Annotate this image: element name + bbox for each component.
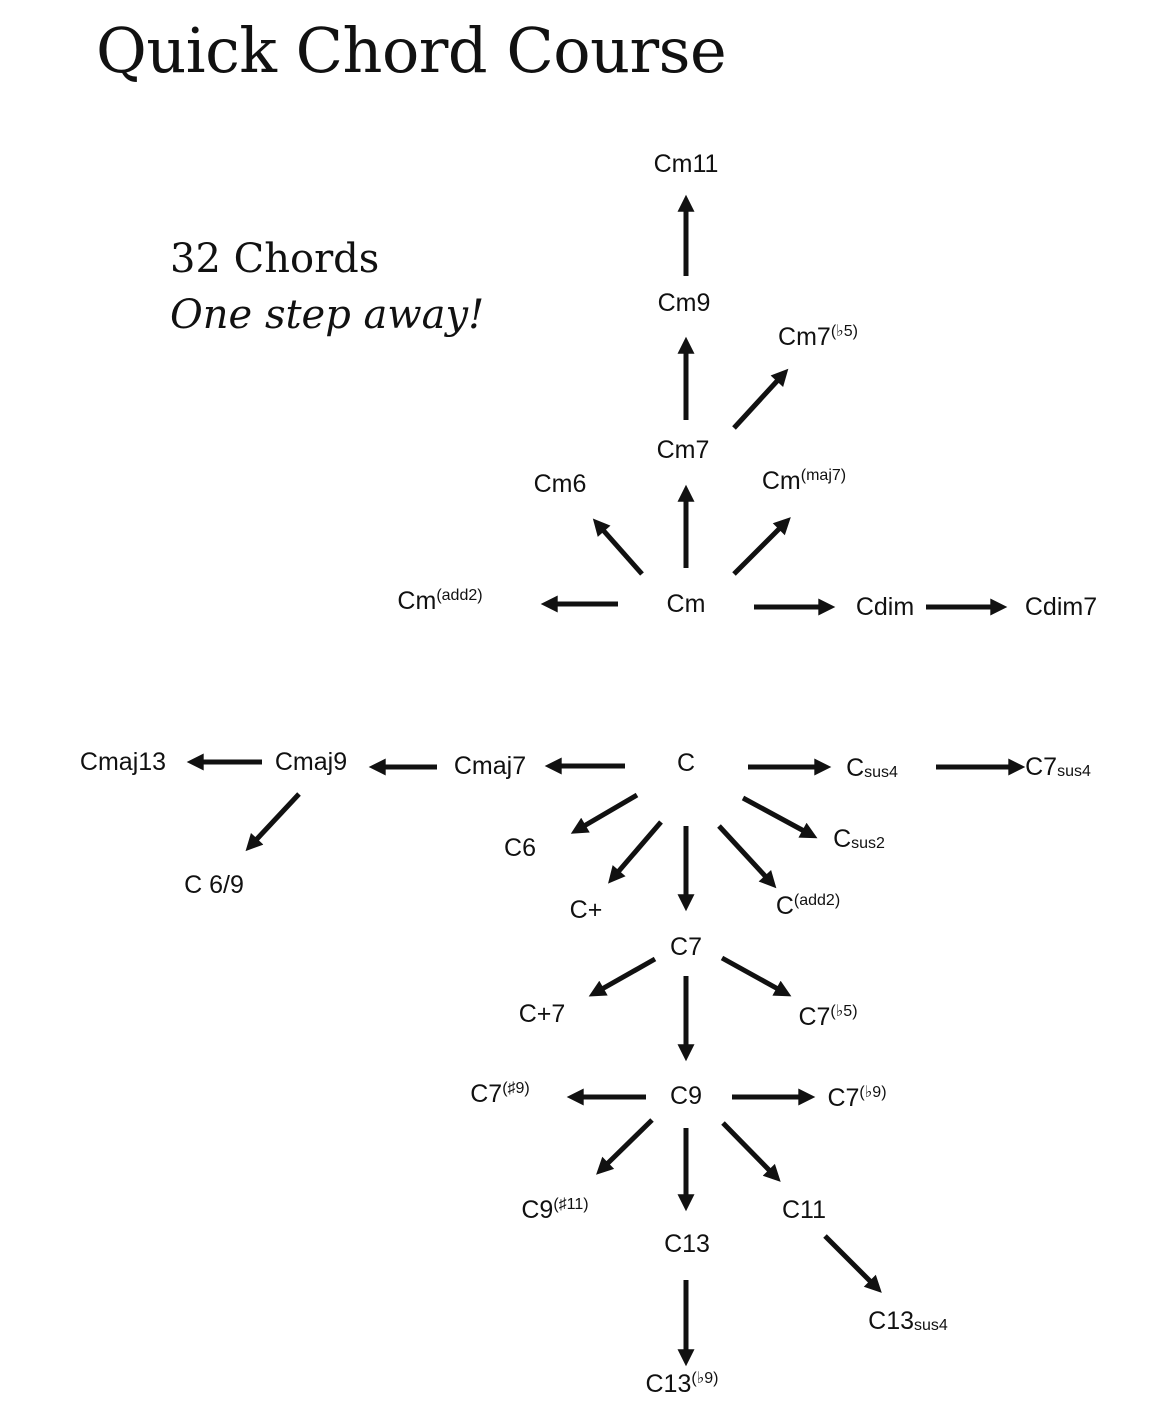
arrow <box>592 518 644 576</box>
chord-superscript: (add2) <box>794 892 840 909</box>
chord-base: Cm7 <box>778 323 831 351</box>
chord-label-caug: C+ <box>570 896 603 924</box>
arrow <box>588 956 657 997</box>
arrow <box>717 824 777 889</box>
chord-superscript: (♯11) <box>553 1196 588 1213</box>
chord-label-c13b9: C13(♭9) <box>646 1370 719 1398</box>
arrow <box>596 1118 654 1175</box>
chord-label-c11: C11 <box>782 1196 826 1224</box>
chord-base: C13 <box>646 1370 692 1398</box>
chord-subscript: sus4 <box>864 764 898 781</box>
chord-label-c7sus4: C7sus4 <box>1025 753 1091 781</box>
chord-base: Cmaj13 <box>80 748 166 776</box>
arrow <box>741 795 818 839</box>
chord-base: Cdim <box>856 593 914 621</box>
chord-label-cdim: Cdim <box>856 593 914 621</box>
arrow <box>245 792 301 852</box>
arrow <box>721 1121 781 1182</box>
chord-base: C+7 <box>519 1000 566 1028</box>
chord-label-c9: C9 <box>670 1082 702 1110</box>
chord-base: C+ <box>570 896 603 924</box>
page-title: Quick Chord Course <box>96 14 727 87</box>
chord-subscript: sus4 <box>1057 763 1091 780</box>
chord-label-c7b5: C7(♭5) <box>798 1003 857 1031</box>
chord-base: C7 <box>470 1080 502 1108</box>
arrow <box>570 792 639 834</box>
chord-label-csus2: Csus2 <box>833 825 885 853</box>
chord-superscript: (maj7) <box>801 467 846 484</box>
chord-label-c7: C7 <box>670 933 702 961</box>
chord-label-cm9: Cm9 <box>658 289 711 317</box>
chord-superscript: (♭5) <box>831 323 858 340</box>
chord-base: C9 <box>521 1196 553 1224</box>
chord-label-c69: C 6/9 <box>184 871 244 899</box>
chord-superscript: (♭9) <box>691 1370 718 1387</box>
chord-base: Cdim7 <box>1025 593 1097 621</box>
chord-base: C6 <box>504 834 536 862</box>
chord-label-c: C <box>677 749 695 777</box>
chord-superscript: (add2) <box>436 587 482 604</box>
chord-base: Cm <box>667 590 706 618</box>
chord-label-cm: Cm <box>667 590 706 618</box>
chord-base: Cmaj9 <box>275 748 347 776</box>
chord-base: Cm7 <box>657 436 710 464</box>
chord-subscript: sus4 <box>914 1317 948 1334</box>
chord-label-c7s9: C7(♯9) <box>470 1080 530 1108</box>
chord-label-cmmaj7: Cm(maj7) <box>762 467 846 495</box>
chord-base: C <box>677 749 695 777</box>
chord-superscript: (♭5) <box>830 1003 857 1020</box>
chord-base: C <box>846 754 864 782</box>
chord-base: Cm6 <box>534 470 587 498</box>
tagline-count: 32 Chords <box>170 236 380 282</box>
chord-label-cdim7: Cdim7 <box>1025 593 1097 621</box>
arrow <box>720 955 792 997</box>
chord-base: Cm9 <box>658 289 711 317</box>
arrow <box>732 368 789 430</box>
chord-label-caug7: C+7 <box>519 1000 566 1028</box>
chord-base: C13 <box>664 1230 710 1258</box>
chord-label-cm6: Cm6 <box>534 470 587 498</box>
chord-base: C13 <box>868 1307 914 1335</box>
chord-label-csus4: Csus4 <box>846 754 898 782</box>
chord-base: C <box>833 825 851 853</box>
chord-base: C7 <box>827 1084 859 1112</box>
chord-label-c13: C13 <box>664 1230 710 1258</box>
chord-base: C7 <box>1025 753 1057 781</box>
chord-base: Cmaj7 <box>454 752 526 780</box>
chord-base: C7 <box>798 1003 830 1031</box>
chord-label-cm7b5: Cm7(♭5) <box>778 323 858 351</box>
chord-label-cm11: Cm11 <box>654 150 719 178</box>
chord-superscript: (♭9) <box>859 1084 886 1101</box>
chord-base: Cm <box>397 587 436 615</box>
chord-base: C9 <box>670 1082 702 1110</box>
chord-base: C <box>776 892 794 920</box>
chord-superscript: (♯9) <box>502 1080 530 1097</box>
tagline-slogan: One step away! <box>170 292 485 338</box>
chord-base: Cm <box>762 467 801 495</box>
arrow-group <box>186 194 1026 1367</box>
chord-base: C11 <box>782 1196 826 1224</box>
chord-label-cmaj7: Cmaj7 <box>454 752 526 780</box>
arrow <box>732 517 791 576</box>
chord-label-c9s11: C9(♯11) <box>521 1196 588 1224</box>
chord-label-c6: C6 <box>504 834 536 862</box>
chord-label-cm7: Cm7 <box>657 436 710 464</box>
chord-label-cmaj13: Cmaj13 <box>80 748 166 776</box>
arrow <box>823 1234 882 1293</box>
chord-base: Cm11 <box>654 150 719 178</box>
arrow <box>608 820 663 884</box>
chord-base: C7 <box>670 933 702 961</box>
chord-label-c7b9: C7(♭9) <box>827 1084 886 1112</box>
chord-label-cmaj9: Cmaj9 <box>275 748 347 776</box>
chord-label-cadd2: C(add2) <box>776 892 840 920</box>
chord-label-cmadd2: Cm(add2) <box>397 587 482 615</box>
chord-base: C 6/9 <box>184 871 244 899</box>
chord-label-c13sus4: C13sus4 <box>868 1307 948 1335</box>
chord-subscript: sus2 <box>851 835 885 852</box>
